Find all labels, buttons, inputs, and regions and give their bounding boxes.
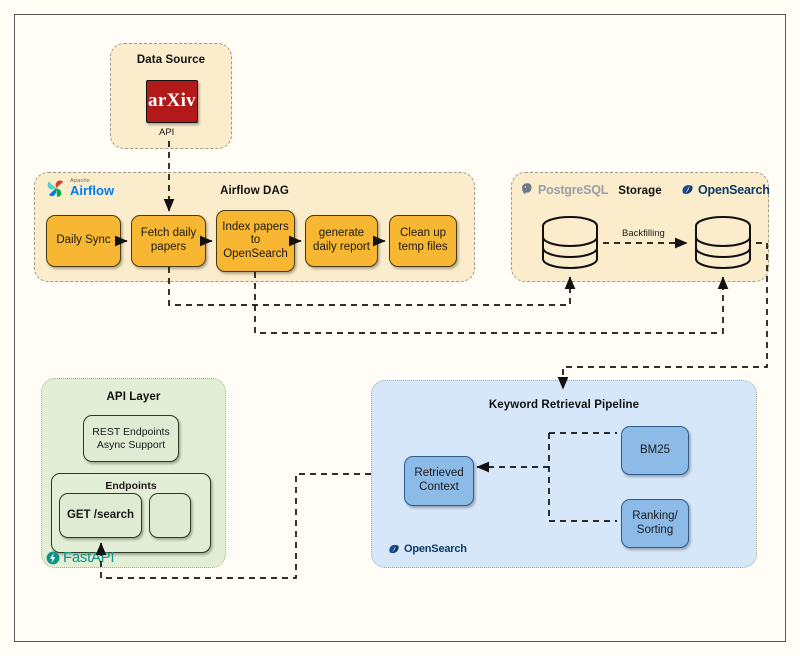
opensearch-database-cylinder bbox=[695, 216, 751, 269]
postgresql-logo-text: PostgreSQL bbox=[538, 182, 609, 197]
opensearch-icon bbox=[682, 185, 693, 194]
node-fetch-daily-papers[interactable]: Fetch daily papers bbox=[131, 215, 206, 267]
opensearch-storage-logo-text: OpenSearch bbox=[698, 182, 770, 197]
node-bm25[interactable]: BM25 bbox=[621, 426, 689, 475]
postgres-database-cylinder bbox=[542, 216, 598, 269]
node-daily-sync[interactable]: Daily Sync bbox=[46, 215, 121, 267]
node-arxiv-label: arXiv bbox=[148, 90, 196, 112]
node-arxiv[interactable]: arXiv bbox=[146, 80, 198, 123]
opensearch-icon bbox=[389, 544, 399, 554]
node-bm25-label: BM25 bbox=[639, 443, 671, 456]
fastapi-logo: FastAPI bbox=[46, 549, 115, 566]
node-cleanup[interactable]: Clean up temp files bbox=[389, 215, 457, 267]
storage-title: Storage bbox=[618, 185, 662, 197]
airflow-logo-text: Airflow bbox=[70, 183, 115, 199]
data-source-api-label: API bbox=[159, 127, 175, 138]
opensearch-pipeline-logo: OpenSearch bbox=[387, 542, 467, 556]
node-endpoint-placeholder[interactable] bbox=[149, 493, 191, 538]
node-generate-report-label: generate daily report bbox=[313, 227, 370, 253]
airflow-dag-title: Airflow DAG bbox=[220, 185, 289, 197]
group-data-source: Data Source bbox=[110, 43, 232, 149]
node-generate-report[interactable]: generate daily report bbox=[305, 215, 378, 267]
fastapi-bolt-icon bbox=[46, 551, 60, 564]
node-fetch-daily-papers-label: Fetch daily papers bbox=[140, 227, 197, 253]
node-ranking-sorting[interactable]: Ranking/ Sorting bbox=[621, 499, 689, 548]
node-retrieved-context[interactable]: Retrieved Context bbox=[404, 456, 474, 506]
node-retrieved-context-label: Retrieved Context bbox=[414, 467, 464, 493]
fastapi-logo-text: FastAPI bbox=[63, 549, 115, 566]
node-daily-sync-label: Daily Sync bbox=[56, 234, 111, 247]
node-get-search-label: GET /search bbox=[66, 508, 135, 521]
opensearch-pipeline-logo-text: OpenSearch bbox=[404, 543, 467, 555]
node-cleanup-label: Clean up temp files bbox=[398, 227, 448, 253]
data-source-title: Data Source bbox=[136, 54, 206, 66]
edge-label-backfilling: Backfilling bbox=[622, 228, 665, 239]
opensearch-storage-logo: OpenSearch bbox=[680, 182, 770, 197]
keyword-pipeline-title: Keyword Retrieval Pipeline bbox=[488, 399, 640, 411]
postgresql-logo: PostgreSQL bbox=[520, 182, 608, 197]
node-rest-endpoints-label: REST Endpoints Async Support bbox=[92, 426, 170, 451]
diagram-frame: Data Source arXiv API Airflow DAG Apache… bbox=[14, 14, 786, 642]
node-get-search[interactable]: GET /search bbox=[59, 493, 142, 538]
node-ranking-sorting-label: Ranking/ Sorting bbox=[632, 509, 678, 536]
endpoints-title: Endpoints bbox=[105, 480, 157, 492]
airflow-logo-sub: Apache bbox=[70, 177, 90, 184]
node-index-papers-label: Index papers to OpenSearch bbox=[222, 220, 289, 260]
airflow-pinwheel-icon bbox=[47, 180, 64, 198]
apache-airflow-logo: Apache Airflow bbox=[45, 177, 114, 199]
postgresql-elephant-icon bbox=[522, 183, 532, 194]
node-rest-endpoints[interactable]: REST Endpoints Async Support bbox=[83, 415, 179, 462]
api-layer-title: API Layer bbox=[106, 391, 161, 403]
node-index-papers[interactable]: Index papers to OpenSearch bbox=[216, 210, 295, 272]
